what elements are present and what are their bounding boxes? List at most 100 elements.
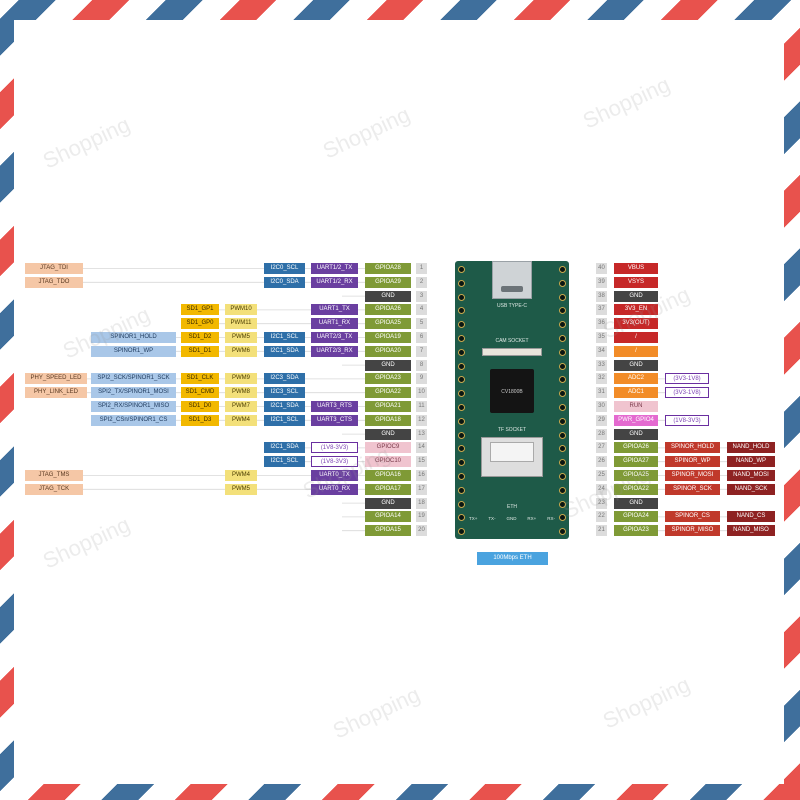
- right-pin-tag: NAND_MISO: [727, 525, 775, 537]
- left-pin-label: GPIOC9: [365, 442, 411, 454]
- pin-hole-left: [458, 473, 465, 480]
- left-pin-number: 19: [416, 511, 427, 523]
- pin-hole-left: [458, 528, 465, 536]
- left-pin-number: 6: [416, 332, 427, 343]
- eth-label: ETH: [507, 504, 517, 510]
- left-pin-tag: I2C3_SDA: [264, 373, 305, 385]
- left-pin-tag: I2C0_SCL: [264, 263, 305, 274]
- right-pin-tag: (1V8-3V3): [665, 414, 709, 426]
- left-pin-label: GPIOA15: [365, 525, 411, 537]
- left-pin-tag: UART3_CTS: [311, 414, 358, 426]
- right-pin-number: 29: [596, 414, 607, 426]
- left-pin-label: GPIOA29: [365, 276, 411, 288]
- left-pin-label: GPIOA28: [365, 263, 411, 274]
- pin-hole-left: [458, 390, 465, 398]
- left-pin-tag: JTAG_TMS: [25, 470, 83, 481]
- left-pin-number: 5: [416, 318, 427, 330]
- right-pin-tag: SPINOR_SCK: [665, 483, 720, 495]
- pin-hole-right: [559, 376, 566, 384]
- left-pin-tag: PWM6: [225, 345, 257, 357]
- pin-hole-right: [559, 321, 566, 329]
- right-pin-number: 39: [596, 276, 607, 288]
- pin-hole-left: [458, 321, 465, 329]
- left-pin-tag: PWM9: [225, 373, 257, 385]
- right-pin-tag: NAND_SCK: [727, 483, 775, 495]
- eth-badge: 100Mbps ETH: [477, 552, 548, 565]
- chip-label: CV1800B: [501, 389, 523, 395]
- eth-pin-rx-minus: RX-: [547, 516, 555, 521]
- left-pin-tag: PWM5: [225, 332, 257, 343]
- right-pin-tag: NAND_HOLD: [727, 442, 775, 454]
- pin-hole-right: [559, 279, 566, 287]
- left-pin-label: GPIOA19: [365, 332, 411, 343]
- pin-hole-left: [458, 404, 465, 411]
- left-pin-tag: SD1_GP0: [181, 318, 219, 330]
- left-pin-number: 14: [416, 442, 427, 454]
- pin-hole-right: [559, 528, 566, 536]
- left-pin-number: 15: [416, 456, 427, 468]
- pin-hole-left: [458, 459, 465, 467]
- pin-hole-left: [458, 514, 465, 522]
- right-pin-label: 3V3(OUT): [614, 318, 658, 330]
- left-pin-number: 1: [416, 263, 427, 274]
- right-pin-number: 21: [596, 525, 607, 537]
- right-pin-label: ADC1: [614, 387, 658, 399]
- pin-hole-right: [559, 500, 566, 508]
- left-pin-tag: I2C1_SDA: [264, 345, 305, 357]
- left-pin-number: 17: [416, 483, 427, 495]
- left-pin-tag: I2C3_SCL: [264, 387, 305, 399]
- left-pin-tag: UART2/3_RX: [311, 345, 358, 357]
- left-pin-label: GPIOA17: [365, 483, 411, 495]
- right-pin-number: 25: [596, 470, 607, 481]
- pin-hole-left: [458, 348, 465, 356]
- right-pin-label: GND: [614, 428, 658, 440]
- left-pin-label: GND: [365, 359, 411, 371]
- left-pin-tag: I2C1_SCL: [264, 414, 305, 426]
- eth-pin-gnd: GND: [506, 516, 517, 521]
- left-pin-tag: UART3_RTS: [311, 401, 358, 412]
- right-pin-label: GPIOA26: [614, 442, 658, 454]
- eth-pin-rx-plus: RX+: [527, 516, 537, 521]
- left-pin-label: GND: [365, 497, 411, 509]
- left-pin-tag: SD1_D1: [181, 345, 219, 357]
- pin-hole-right: [559, 335, 566, 342]
- left-pin-number: 18: [416, 497, 427, 509]
- right-pin-number: 35: [596, 332, 607, 343]
- left-pin-tag: PWM4: [225, 470, 257, 481]
- eth-pin-labels: TX+ TX- GND RX+ RX-: [469, 516, 555, 521]
- pin-hole-right: [559, 459, 566, 467]
- tf-socket: [481, 437, 543, 477]
- left-pin-tag: PWM11: [225, 318, 257, 330]
- right-pin-tag: SPINOR_WP: [665, 456, 720, 468]
- left-pin-label: GPIOA23: [365, 373, 411, 385]
- left-pin-label: GPIOA14: [365, 511, 411, 523]
- left-pin-tag: PWM4: [225, 414, 257, 426]
- pin-hole-left: [458, 279, 465, 287]
- soc-chip: CV1800B: [490, 369, 534, 413]
- right-pin-label: 3V3_EN: [614, 304, 658, 316]
- right-pin-tag: NAND_WP: [727, 456, 775, 468]
- left-pin-tag: UART1_TX: [311, 304, 358, 316]
- left-pin-tag: (1V8-3V3): [311, 442, 358, 454]
- pin-hole-left: [458, 500, 465, 508]
- pin-hole-left: [458, 293, 465, 301]
- dev-board: USB TYPE-C CAM SOCKET CV1800B TF SOCKET …: [455, 261, 569, 539]
- right-pin-number: 31: [596, 387, 607, 399]
- left-pin-tag: JTAG_TCK: [25, 483, 83, 495]
- left-pin-label: GPIOA18: [365, 414, 411, 426]
- left-pin-number: 8: [416, 359, 427, 371]
- right-pin-label: GND: [614, 359, 658, 371]
- left-pin-tag: SD1_CMD: [181, 387, 219, 399]
- left-pin-label: GPIOA25: [365, 318, 411, 330]
- right-pin-number: 40: [596, 263, 607, 274]
- left-pin-tag: I2C1_SCL: [264, 332, 305, 343]
- left-pin-tag: SD1_D3: [181, 414, 219, 426]
- left-pin-tag: PHY_LINK_LED: [25, 387, 87, 399]
- left-pin-tag: PWM7: [225, 401, 257, 412]
- pin-hole-right: [559, 486, 566, 494]
- left-pin-number: 10: [416, 387, 427, 399]
- pin-hole-right: [559, 473, 566, 480]
- left-pin-tag: UART0_TX: [311, 470, 358, 481]
- right-pin-tag: (3V3-1V8): [665, 387, 709, 399]
- right-pin-tag: NAND_MOSI: [727, 470, 775, 481]
